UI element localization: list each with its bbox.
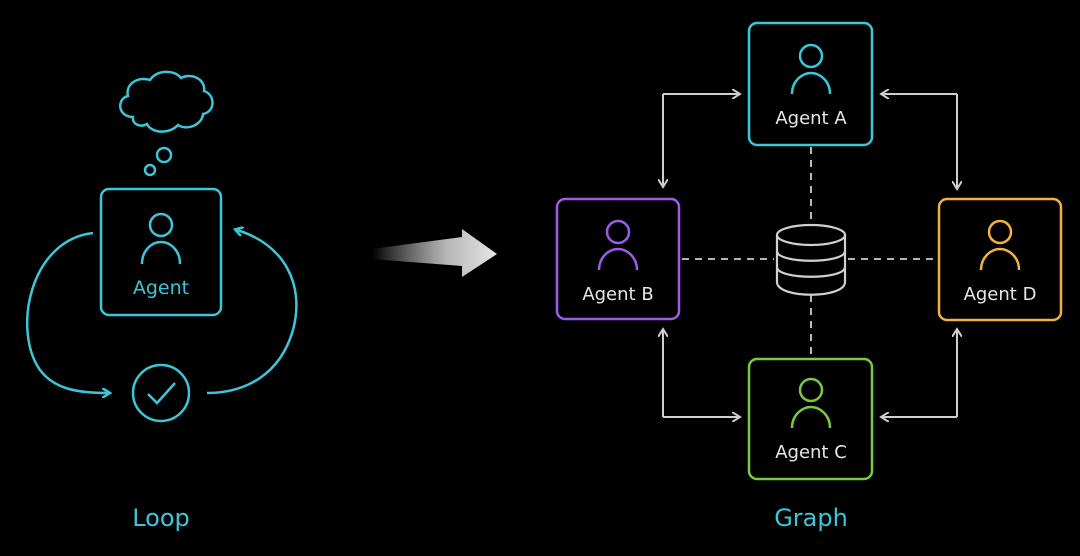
agent-a-node: Agent A — [747, 21, 874, 147]
graph-arrows — [663, 94, 957, 417]
loop-arrow-left — [26, 231, 108, 393]
loop-agent-label: Agent — [133, 277, 189, 299]
loop-caption: Loop — [132, 504, 190, 532]
agent-c-label: Agent C — [775, 442, 847, 463]
person-icon — [140, 212, 182, 265]
person-icon — [979, 219, 1021, 271]
agent-d-node: Agent D — [937, 197, 1063, 322]
graph-section: Agent A Agent B Agent C — [555, 21, 1063, 532]
agent-d-label: Agent D — [964, 284, 1037, 305]
agent-c-node: Agent C — [747, 357, 874, 481]
loop-agent-box — [99, 187, 223, 317]
person-icon — [597, 219, 639, 271]
agent-b-node: Agent B — [555, 197, 681, 321]
arrow-right-icon — [372, 229, 497, 277]
database-icon — [775, 223, 847, 296]
agent-a-label: Agent A — [775, 108, 847, 129]
person-icon — [790, 43, 832, 95]
graph-dashed-links — [682, 147, 937, 357]
loop-section: Agent Loop — [26, 70, 298, 532]
thought-cloud-icon — [119, 70, 214, 177]
loop-arrow-right — [206, 230, 298, 395]
agent-b-label: Agent B — [582, 284, 653, 305]
person-icon — [790, 377, 832, 429]
graph-caption: Graph — [774, 504, 848, 532]
checkmark-circle-icon — [131, 363, 191, 423]
